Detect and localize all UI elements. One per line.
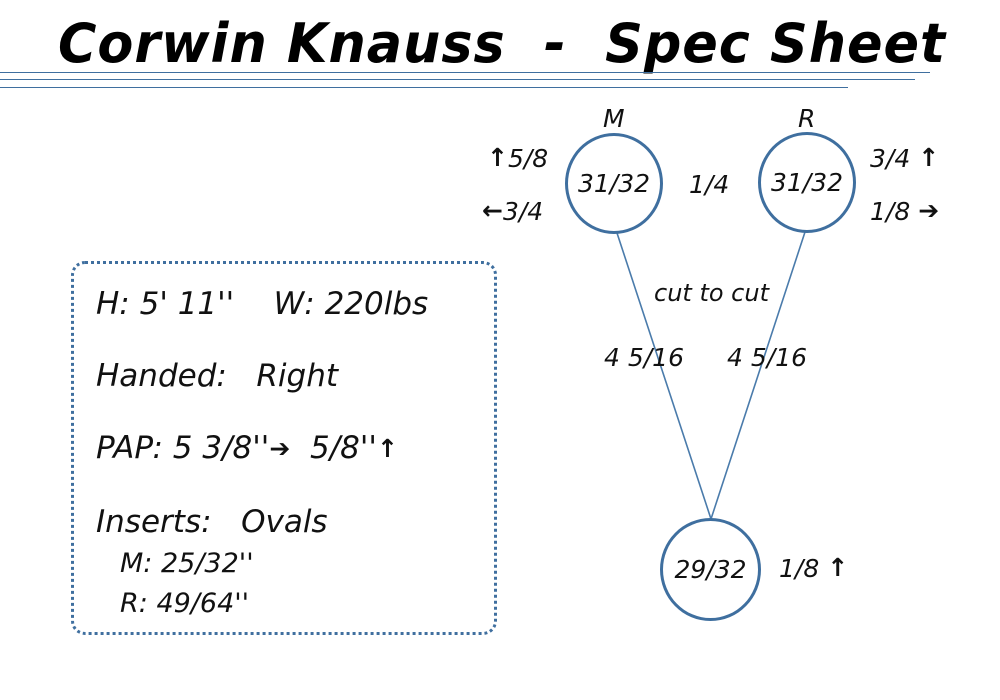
dim-span-between-holes: 1/4 bbox=[689, 170, 730, 199]
spec-pap-label: PAP: 5 3/8'' bbox=[96, 430, 270, 466]
title-rule-top bbox=[0, 72, 930, 73]
dim-ring-right: 1/8 ➔ bbox=[870, 196, 939, 226]
spec-pap-second: 5/8'' bbox=[310, 430, 377, 466]
spec-pap: PAP: 5 3/8''➔ 5/8''↑ bbox=[96, 430, 398, 466]
arrow-right-icon: ➔ bbox=[918, 196, 940, 225]
spec-pap-spacer bbox=[290, 430, 310, 466]
dim-middle-left: ←3/4 bbox=[482, 196, 543, 226]
spec-handed: Handed: Right bbox=[96, 358, 339, 394]
spec-panel: H: 5' 11'' W: 220lbs Handed: Right PAP: … bbox=[71, 261, 497, 635]
spec-inserts: Inserts: Ovals bbox=[96, 504, 328, 540]
title-rule-middle bbox=[0, 79, 915, 80]
arrow-up-icon: ↑ bbox=[487, 143, 508, 172]
spec-height-weight: H: 5' 11'' W: 220lbs bbox=[96, 286, 429, 322]
hole-ring-size: 31/32 bbox=[770, 168, 844, 197]
dim-thumb-pitch-spacer bbox=[819, 554, 827, 583]
arrow-up-icon: ↑ bbox=[918, 143, 940, 172]
dim-middle-up-value: 5/8 bbox=[507, 144, 549, 173]
connector-middle-to-thumb bbox=[616, 232, 712, 520]
page-title: Corwin Knauss - Spec Sheet bbox=[58, 12, 946, 75]
dim-ring-up-value: 3/4 bbox=[870, 144, 911, 173]
dim-thumb-pitch-value: 1/8 bbox=[779, 554, 820, 583]
spec-insert-middle: M: 25/32'' bbox=[120, 548, 254, 579]
arrow-up-icon: ↑ bbox=[376, 434, 398, 463]
title-area: Corwin Knauss - Spec Sheet bbox=[0, 0, 1000, 95]
hole-middle-caption: M bbox=[603, 104, 625, 133]
arrow-left-icon: ← bbox=[482, 196, 503, 225]
dim-thumb-pitch: 1/8 ↑ bbox=[779, 553, 848, 583]
hole-thumb-size: 29/32 bbox=[674, 555, 747, 584]
hole-thumb: 29/32 bbox=[660, 518, 761, 621]
dim-middle-up: ↑5/8 bbox=[487, 143, 548, 173]
hole-middle-size: 31/32 bbox=[577, 169, 651, 198]
hole-middle: 31/32 bbox=[565, 133, 663, 234]
spec-insert-ring: R: 49/64'' bbox=[120, 588, 250, 619]
dim-ring-up: 3/4 ↑ bbox=[870, 143, 939, 173]
hole-ring-caption: R bbox=[798, 104, 816, 133]
connector-ring-to-thumb bbox=[710, 231, 806, 520]
hole-ring: 31/32 bbox=[758, 132, 856, 233]
dim-cut-to-cut-label: cut to cut bbox=[654, 279, 769, 307]
dim-ring-right-value: 1/8 bbox=[870, 197, 911, 226]
dim-span-middle-to-thumb: 4 5/16 bbox=[604, 343, 684, 372]
dim-span-ring-to-thumb: 4 5/16 bbox=[727, 343, 807, 372]
arrow-up-icon: ↑ bbox=[827, 553, 849, 582]
dim-ring-right-spacer bbox=[910, 197, 918, 226]
arrow-right-icon: ➔ bbox=[269, 434, 291, 463]
title-rule-bottom bbox=[0, 87, 848, 88]
dim-ring-up-spacer bbox=[910, 144, 918, 173]
dim-middle-left-value: 3/4 bbox=[502, 197, 544, 226]
